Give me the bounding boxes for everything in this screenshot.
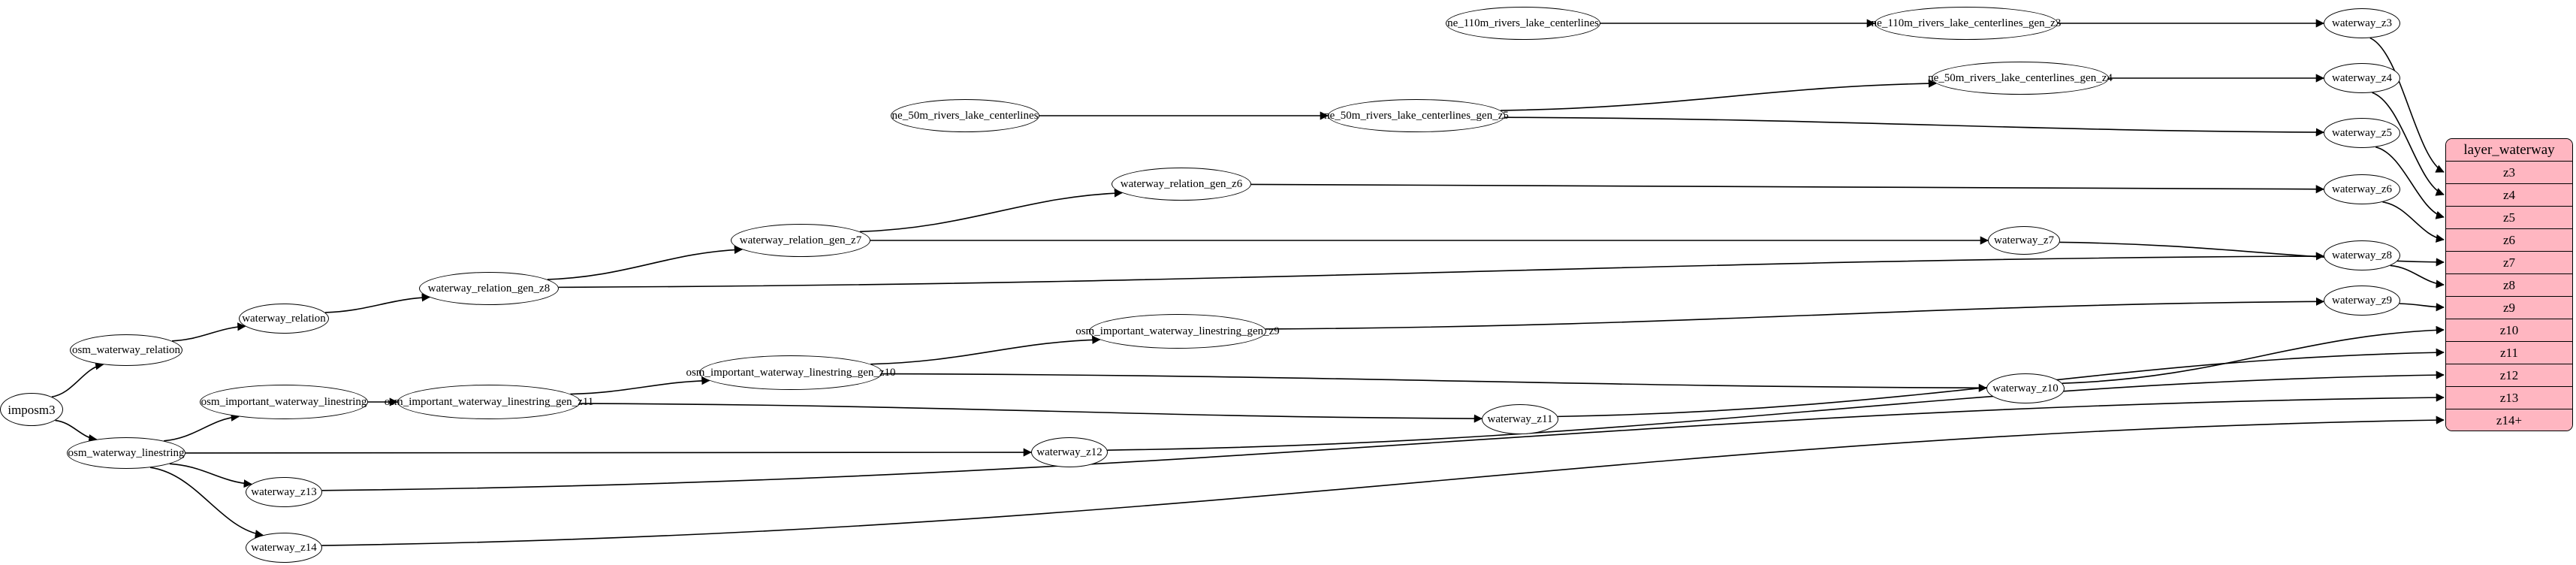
graph-node-waterway-z14[interactable]: waterway_z14 — [246, 533, 322, 563]
node-label: ne_50m_rivers_lake_centerlines — [891, 109, 1039, 122]
node-label: waterway_z6 — [2332, 183, 2392, 195]
node-label: waterway_z7 — [1994, 234, 2054, 246]
graph-node-osm-important-waterway-linestring-gen-z11[interactable]: osm_important_waterway_linestring_gen_z1… — [385, 385, 593, 419]
node-label: osm_important_waterway_linestring_gen_z1… — [686, 366, 896, 379]
layer-waterway-row-z9[interactable]: z9 — [2446, 297, 2572, 319]
node-label: osm_waterway_linestring — [68, 446, 185, 459]
graph-node-ne-110m-rivers-lake-centerlines-gen-z3[interactable]: ne_110m_rivers_lake_centerlines_gen_z3 — [1872, 7, 2061, 40]
graph-node-osm-waterway-linestring[interactable]: osm_waterway_linestring — [67, 437, 186, 469]
graph-node-waterway-relation-gen-z8[interactable]: waterway_relation_gen_z8 — [419, 272, 559, 305]
graph-node-waterway-z8[interactable]: waterway_z8 — [2324, 240, 2400, 270]
layer-waterway-row-z12[interactable]: z12 — [2446, 364, 2572, 387]
layer-waterway-row-z3[interactable]: z3 — [2446, 162, 2572, 184]
node-label: osm_waterway_relation — [71, 343, 181, 356]
node-label: osm_important_waterway_linestring_gen_z9 — [1075, 325, 1280, 337]
graph-node-waterway-z9[interactable]: waterway_z9 — [2324, 286, 2400, 316]
layer-waterway-row-z7[interactable]: z7 — [2446, 252, 2572, 274]
node-label: waterway_relation_gen_z7 — [739, 234, 862, 246]
node-label: waterway_relation_gen_z6 — [1120, 177, 1243, 190]
graph-node-waterway-z7[interactable]: waterway_z7 — [1988, 226, 2060, 255]
node-label: waterway_relation — [242, 312, 326, 325]
layer-waterway-row-z13[interactable]: z13 — [2446, 387, 2572, 409]
node-label: waterway_z9 — [2332, 294, 2392, 307]
node-label: waterway_relation_gen_z8 — [427, 282, 550, 295]
graph-node-osm-important-waterway-linestring-gen-z9[interactable]: osm_important_waterway_linestring_gen_z9 — [1075, 314, 1280, 349]
graph-node-ne-110m-rivers-lake-centerlines[interactable]: ne_110m_rivers_lake_centerlines — [1446, 7, 1600, 40]
graph-node-waterway-z4[interactable]: waterway_z4 — [2324, 63, 2400, 93]
node-label: imposm3 — [8, 402, 56, 417]
node-label: waterway_z14 — [251, 541, 317, 554]
node-label: waterway_z10 — [1992, 382, 2059, 394]
graph-node-ne-50m-rivers-lake-centerlines[interactable]: ne_50m_rivers_lake_centerlines — [891, 99, 1039, 132]
layer-waterway-table-title: layer_waterway — [2446, 139, 2572, 162]
node-label: waterway_z13 — [251, 485, 317, 498]
graph-node-waterway-z11[interactable]: waterway_z11 — [1482, 404, 1558, 434]
graph-node-waterway-relation-gen-z6[interactable]: waterway_relation_gen_z6 — [1112, 168, 1251, 201]
graph-node-osm-important-waterway-linestring-gen-z10[interactable]: osm_important_waterway_linestring_gen_z1… — [686, 355, 896, 390]
layer-waterway-row-z11[interactable]: z11 — [2446, 342, 2572, 364]
graph-node-waterway-z13[interactable]: waterway_z13 — [246, 477, 322, 507]
node-label: ne_110m_rivers_lake_centerlines — [1447, 17, 1599, 29]
graph-node-osm-important-waterway-linestring[interactable]: osm_important_waterway_linestring — [200, 385, 368, 419]
graph-node-waterway-z12[interactable]: waterway_z12 — [1031, 437, 1108, 467]
node-label: waterway_z5 — [2332, 126, 2392, 139]
graph-node-waterway-z10[interactable]: waterway_z10 — [1986, 373, 2065, 403]
node-label: ne_50m_rivers_lake_centerlines_gen_z5 — [1324, 109, 1509, 122]
node-label: waterway_z11 — [1487, 412, 1553, 425]
layer-waterway-row-z8[interactable]: z8 — [2446, 274, 2572, 297]
graph-node-waterway-z3[interactable]: waterway_z3 — [2324, 8, 2400, 38]
node-label: waterway_z4 — [2332, 71, 2392, 84]
layer-waterway-row-z14plus[interactable]: z14+ — [2446, 409, 2572, 431]
node-label: osm_important_waterway_linestring — [201, 395, 367, 408]
node-label: waterway_z12 — [1036, 446, 1102, 458]
graph-node-waterway-z6[interactable]: waterway_z6 — [2324, 174, 2400, 204]
graph-node-ne-50m-rivers-lake-centerlines-gen-z5[interactable]: ne_50m_rivers_lake_centerlines_gen_z5 — [1324, 99, 1509, 132]
graph-node-imposm3[interactable]: imposm3 — [0, 393, 63, 426]
layer-waterway-row-z5[interactable]: z5 — [2446, 207, 2572, 229]
graph-node-waterway-z5[interactable]: waterway_z5 — [2324, 118, 2400, 148]
node-label: ne_50m_rivers_lake_centerlines_gen_z4 — [1928, 71, 2113, 84]
layer-waterway-row-z4[interactable]: z4 — [2446, 184, 2572, 207]
layer-waterway-row-z6[interactable]: z6 — [2446, 229, 2572, 252]
graph-node-waterway-relation-gen-z7[interactable]: waterway_relation_gen_z7 — [731, 224, 870, 257]
graph-node-osm-waterway-relation[interactable]: osm_waterway_relation — [70, 334, 182, 366]
node-label: waterway_z8 — [2332, 249, 2392, 261]
graph-node-ne-50m-rivers-lake-centerlines-gen-z4[interactable]: ne_50m_rivers_lake_centerlines_gen_z4 — [1928, 62, 2113, 95]
graph-node-waterway-relation[interactable]: waterway_relation — [239, 304, 329, 334]
node-label: waterway_z3 — [2332, 17, 2392, 29]
node-label: osm_important_waterway_linestring_gen_z1… — [384, 395, 594, 408]
layer-waterway-row-z10[interactable]: z10 — [2446, 319, 2572, 342]
node-label: ne_110m_rivers_lake_centerlines_gen_z3 — [1871, 17, 2062, 29]
